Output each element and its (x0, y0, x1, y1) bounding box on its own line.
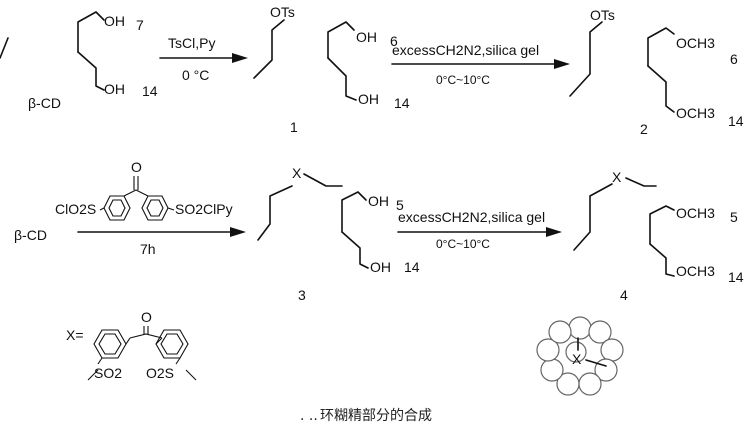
reaction-time: 7h (140, 241, 156, 257)
cmp2-och3-bottom-index: 14 (728, 113, 744, 129)
oh-top-index: 7 (136, 17, 144, 33)
reagent-so2clpy: SO2ClPy (175, 201, 233, 217)
reagent-ring-left-inner (108, 199, 126, 217)
legend-methyl-left (87, 369, 99, 381)
reagent-c-links (123, 189, 149, 197)
oh-bottom-index: 14 (142, 83, 158, 99)
cd-ring-x-bond-right (585, 359, 607, 367)
reagent-temp-4: 0°C~10°C (436, 237, 490, 251)
cmp3-oh-top-chain (341, 191, 367, 233)
cmp1-oh-top-index: 6 (390, 33, 398, 49)
legend-so2-bond-right (175, 357, 181, 365)
label-1: 1 (290, 119, 298, 135)
cd-ring-x: X (572, 351, 582, 367)
legend-so2-right: O2S (146, 365, 174, 381)
reagent-temp-1: 0 °C (182, 67, 209, 83)
chain-oh-bottom (77, 51, 105, 91)
cmp4-och3-bottom-chain (649, 243, 675, 277)
cmp2-och3-top: OCH3 (676, 35, 715, 51)
legend-link-right (155, 337, 163, 345)
cd-fragment-line (0, 37, 9, 59)
cmp3-left-chain (257, 185, 293, 241)
arrow-2-head (554, 59, 570, 69)
legend-so2-bond-left (97, 357, 103, 365)
legend-so2-left: SO2 (94, 365, 122, 381)
legend-c-links (129, 333, 163, 339)
label-3: 3 (298, 287, 306, 303)
chain-oh-top (77, 11, 105, 53)
arrow-1-head (232, 53, 248, 63)
cmp1-oh-bottom-index: 14 (394, 95, 410, 111)
reagent-temp-2: 0°C~10°C (436, 73, 490, 87)
cmp3-oh-bottom-chain (341, 231, 369, 269)
legend-methyl-right (185, 369, 197, 381)
cmp4-x: X (612, 169, 622, 185)
reagent-ch2n2-2: excessCH2N2,silica gel (398, 209, 545, 225)
cmp4-och3-top-index: 5 (730, 209, 738, 225)
oh-top: OH (104, 13, 125, 29)
cmp4-och3-top-chain (649, 205, 675, 245)
cmp4-och3-bottom: OCH3 (676, 263, 715, 279)
reagent-ch2n2-1: excessCH2N2,silica gel (392, 42, 539, 58)
cmp4-left-chain (573, 183, 613, 251)
cmp2-ots-chain (569, 21, 603, 97)
cmp2-och3-top-chain (647, 27, 675, 67)
legend-ring-right-inner (160, 333, 184, 355)
cmp2-ots: OTs (590, 7, 615, 23)
cmp1-oh-top-chain (327, 21, 355, 59)
label-2: 2 (640, 121, 648, 137)
reagent-bond-right (167, 207, 175, 211)
cmp4-right-link (625, 177, 657, 187)
cmp1-oh-top: OH (356, 29, 377, 45)
beta-cd-1: β-CD (28, 95, 61, 111)
caption-dots: . .. (300, 408, 318, 424)
cmp3-right-link (303, 173, 343, 187)
carbonyl-o-reagent: O (131, 159, 142, 175)
reagent-bond-left (99, 207, 105, 211)
cmp1-oh-bottom-chain (327, 57, 357, 101)
legend-link-left (125, 337, 131, 345)
cmp1-ots-chain (253, 19, 285, 79)
cmp3-oh-top: OH (368, 193, 389, 209)
cmp3-x: X (292, 165, 302, 181)
cmp1-oh-bottom: OH (358, 91, 379, 107)
legend-carbonyl-o: O (141, 309, 152, 325)
label-4: 4 (620, 287, 628, 303)
cmp1-ots: OTs (270, 4, 295, 20)
beta-cd-2: β-CD (14, 227, 47, 243)
reagent-ring-right (141, 195, 169, 221)
x-equals: X= (66, 327, 84, 343)
cmp2-och3-top-index: 6 (730, 51, 738, 67)
cmp4-och3-top: OCH3 (676, 205, 715, 221)
arrow-3-head (230, 227, 246, 237)
cmp3-oh-bottom-index: 14 (404, 259, 420, 275)
cmp3-oh-top-index: 5 (396, 197, 404, 213)
cmp2-och3-bottom: OCH3 (676, 105, 715, 121)
cmp2-och3-bottom-chain (647, 65, 675, 113)
cd-ring-cartoon (536, 316, 624, 396)
arrow-4-head (546, 227, 562, 237)
reagent-clo2s: ClO2S (55, 201, 96, 217)
legend-ring-left-inner (98, 333, 122, 355)
cmp3-oh-bottom: OH (370, 259, 391, 275)
oh-bottom: OH (104, 81, 125, 97)
reagent-tscl: TsCl,Py (168, 35, 215, 51)
reagent-ring-right-inner (146, 199, 164, 217)
cmp4-och3-bottom-index: 14 (728, 269, 744, 285)
caption: 环糊精部分的合成 (320, 408, 432, 424)
legend-ring-left (93, 329, 127, 359)
